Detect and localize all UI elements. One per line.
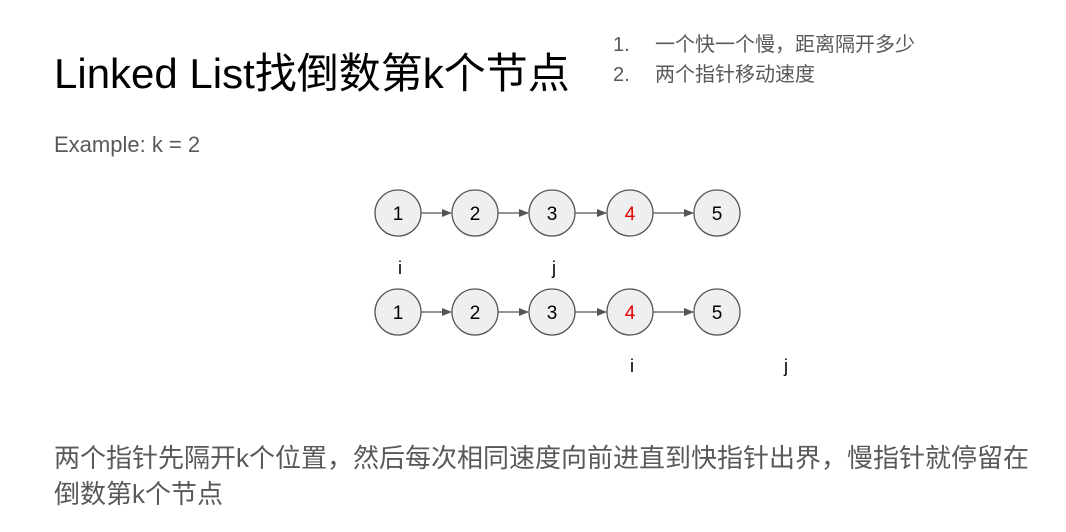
- linked-list-row: 1 2 3 4 5: [374, 189, 741, 237]
- note-text: 一个快一个慢，距离隔开多少: [655, 34, 915, 56]
- slide-title: Linked List找倒数第k个节点: [54, 50, 570, 97]
- note-number: 2.: [613, 64, 630, 86]
- node-label: 2: [470, 303, 481, 324]
- node-label: 3: [547, 303, 558, 324]
- note-text: 两个指针移动速度: [655, 64, 815, 86]
- node-label: 1: [393, 303, 404, 324]
- node-label: 4: [625, 303, 636, 324]
- example-label: Example: k = 2: [54, 132, 201, 157]
- node-label: 5: [712, 303, 723, 324]
- summary-text: 两个指针先隔开k个位置，然后每次相同速度向前进直到快指针出界，慢指针就停留在倒数…: [54, 443, 1030, 509]
- node-label: 5: [712, 204, 723, 225]
- pointer-j-top: j: [551, 258, 556, 278]
- node-label: 3: [547, 204, 558, 225]
- pointer-i-bottom: i: [630, 356, 634, 376]
- note-item: 1. 一个快一个慢，距离隔开多少: [613, 30, 915, 60]
- node-label: 4: [625, 204, 636, 225]
- note-number: 1.: [613, 34, 630, 56]
- node-label: 2: [470, 204, 481, 225]
- linked-list-row: 1 2 3 4 5: [374, 288, 741, 336]
- pointer-j-bottom: j: [783, 356, 788, 376]
- notes-list: 1. 一个快一个慢，距离隔开多少 2. 两个指针移动速度: [613, 30, 915, 90]
- node-label: 1: [393, 204, 404, 225]
- note-item: 2. 两个指针移动速度: [613, 60, 915, 90]
- list-node-5: [693, 189, 741, 237]
- pointer-i-top: i: [398, 258, 402, 278]
- list-node-5: [693, 288, 741, 336]
